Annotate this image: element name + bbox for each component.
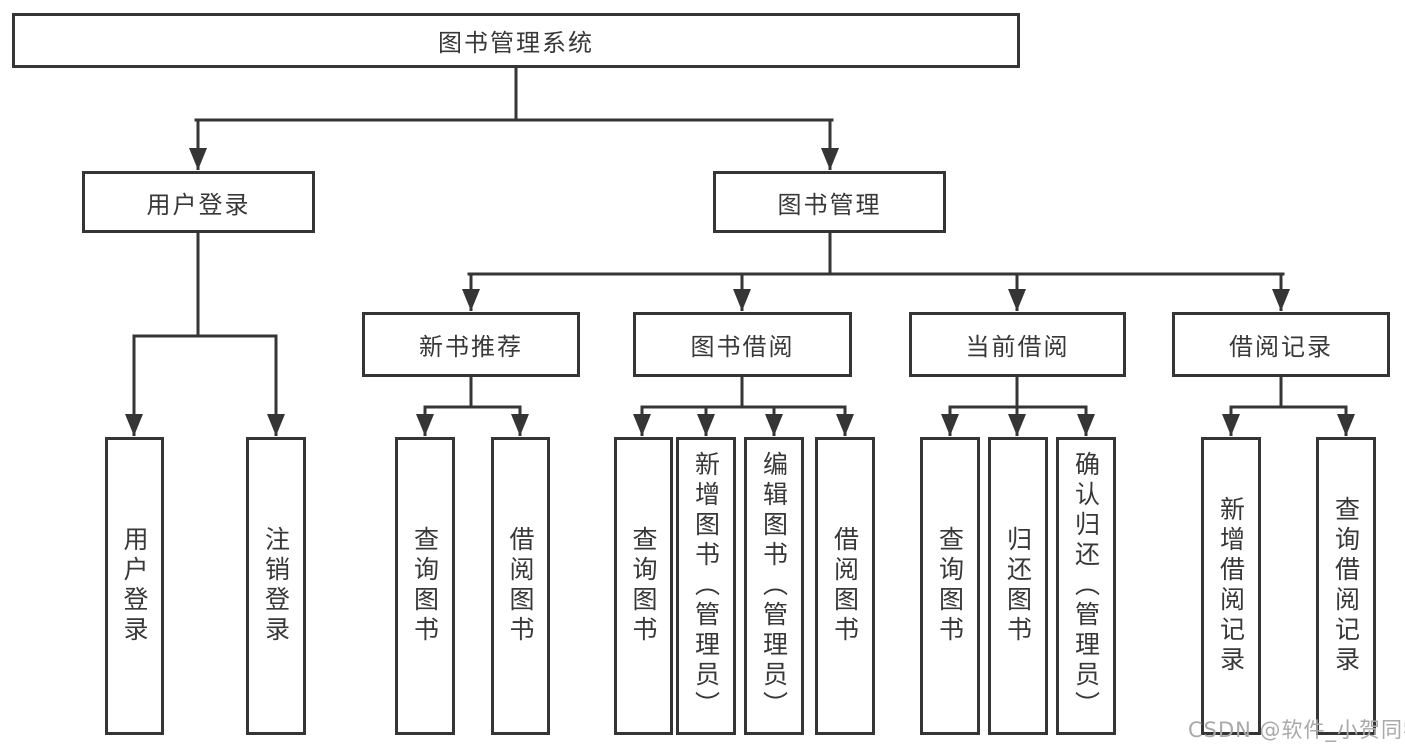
leaf-add-books-admin: 新增图书（管理员） — [676, 437, 736, 735]
leaf-query-books-3: 查询图书 — [920, 437, 980, 735]
leaf-confirm-return-admin-label: 确认归还（管理员） — [1071, 451, 1101, 721]
node-borrowing-records: 借阅记录 — [1172, 312, 1390, 377]
leaf-query-books-2-label: 查询图书 — [629, 526, 658, 646]
node-library-system-label: 图书管理系统 — [438, 29, 594, 57]
leaf-query-books-1: 查询图书 — [395, 437, 455, 735]
leaf-borrow-books-2: 借阅图书 — [815, 437, 875, 735]
node-new-book-recommend-label: 新书推荐 — [419, 333, 523, 361]
node-current-borrowing: 当前借阅 — [909, 312, 1126, 377]
leaf-logout-login-label: 注销登录 — [261, 526, 291, 646]
node-new-book-recommend: 新书推荐 — [362, 312, 580, 377]
leaf-add-books-admin-label: 新增图书（管理员） — [691, 451, 721, 721]
leaf-query-books-3-label: 查询图书 — [935, 526, 965, 646]
node-library-system: 图书管理系统 — [12, 13, 1020, 68]
leaf-return-books-label: 归还图书 — [1003, 526, 1033, 646]
node-book-management: 图书管理 — [713, 171, 946, 233]
node-borrowing-records-label: 借阅记录 — [1229, 333, 1333, 361]
leaf-query-books-2: 查询图书 — [614, 437, 673, 735]
leaf-edit-books-admin-label: 编辑图书（管理员） — [759, 451, 789, 721]
leaf-return-books: 归还图书 — [988, 437, 1048, 735]
node-user-login-label: 用户登录 — [146, 190, 251, 219]
leaf-confirm-return-admin: 确认归还（管理员） — [1056, 437, 1116, 735]
node-current-borrowing-label: 当前借阅 — [965, 333, 1070, 361]
leaf-borrow-books-1-label: 借阅图书 — [506, 526, 535, 646]
leaf-borrow-books-2-label: 借阅图书 — [830, 526, 860, 646]
leaf-logout-login: 注销登录 — [246, 437, 306, 735]
leaf-query-borrow-record: 查询借阅记录 — [1316, 437, 1376, 735]
leaf-edit-books-admin: 编辑图书（管理员） — [744, 437, 804, 735]
leaf-borrow-books-1: 借阅图书 — [491, 437, 550, 735]
leaf-add-borrow-record-label: 新增借阅记录 — [1216, 496, 1246, 676]
leaf-user-login-label: 用户登录 — [120, 526, 149, 646]
leaf-query-books-1-label: 查询图书 — [410, 526, 440, 646]
node-book-management-label: 图书管理 — [777, 190, 882, 219]
node-book-borrowing-label: 图书借阅 — [690, 333, 795, 361]
node-book-borrowing: 图书借阅 — [633, 312, 852, 377]
leaf-query-borrow-record-label: 查询借阅记录 — [1331, 496, 1361, 676]
csdn-watermark: CSDN @软件_小贺同学 — [1188, 718, 1405, 742]
leaf-user-login: 用户登录 — [105, 437, 164, 735]
leaf-add-borrow-record: 新增借阅记录 — [1201, 437, 1261, 735]
node-user-login: 用户登录 — [82, 171, 315, 233]
